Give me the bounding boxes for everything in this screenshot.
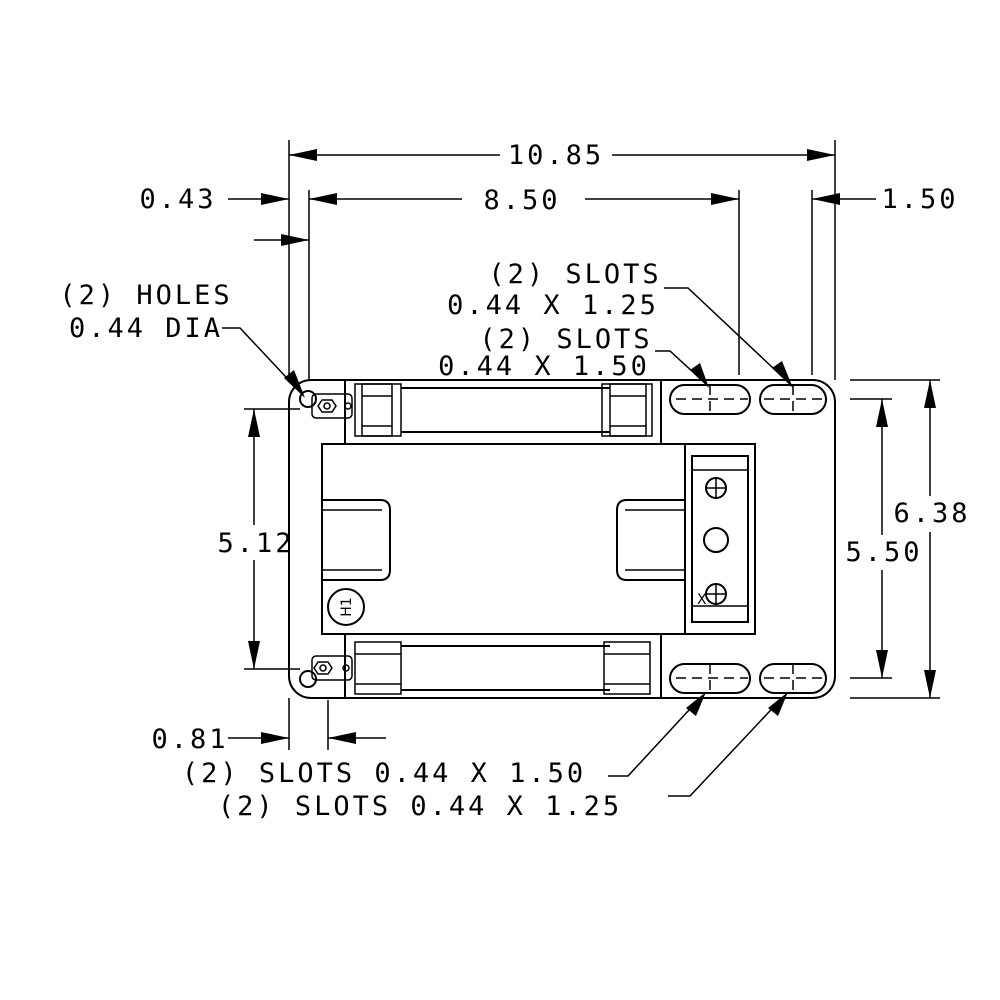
callout-holes-line1: (2) HOLES	[59, 280, 232, 311]
dim-overall-height: 6.38	[850, 379, 970, 699]
dim-slot-spacing-vertical-label: 5.50	[845, 537, 922, 568]
hex-nut-icon	[317, 399, 337, 413]
dim-hole-spacing-label: 8.50	[483, 185, 560, 216]
callout-slots-125-top: (2) SLOTS 0.44 X 1.25	[447, 259, 793, 388]
callout-slots-150-bottom: (2) SLOTS 0.44 X 1.50	[182, 692, 706, 789]
top-bracket	[311, 379, 662, 445]
dim-hole-offset: 0.43	[139, 184, 309, 246]
coil-left	[322, 499, 391, 581]
x-mark: X	[697, 592, 707, 608]
dim-hole-spacing-vertical: 5.12	[217, 408, 300, 670]
dim-hole-spacing-vertical-label: 5.12	[217, 528, 294, 559]
bottom-bracket-outline	[344, 633, 662, 699]
top-clamp-left	[361, 383, 393, 437]
bottom-bracket	[311, 633, 662, 699]
callout-slots-150-bottom-text: (2) SLOTS 0.44 X 1.50	[182, 758, 586, 789]
top-terminal-lug	[311, 393, 353, 419]
terminal-block: X	[684, 443, 756, 635]
plate-outline	[288, 379, 836, 699]
terminal-block-outer	[684, 443, 756, 635]
mounting-hole-bottom	[299, 670, 317, 688]
dim-bottom-offset-label: 0.81	[151, 724, 228, 755]
terminal-block-inner	[691, 455, 749, 623]
transformer-core: H1	[321, 443, 686, 635]
dim-slot-spacing-vertical: 5.50	[845, 398, 922, 679]
dim-bottom-offset: 0.81	[151, 698, 386, 755]
dim-overall-height-label: 6.38	[893, 498, 970, 529]
mounting-hole-top	[299, 390, 317, 408]
callout-slots-150-top: (2) SLOTS 0.44 X 1.50	[438, 324, 709, 388]
h1-marker	[327, 588, 365, 626]
bottom-clamp-right	[603, 641, 651, 695]
top-clamp-right	[609, 383, 647, 437]
callout-slots-150-top-line1: (2) SLOTS	[479, 324, 652, 355]
bottom-clamp-left	[354, 641, 402, 695]
base-plate	[288, 379, 836, 699]
core-outline	[321, 443, 686, 635]
coil-right	[616, 499, 685, 581]
callout-slots-125-bottom-text: (2) SLOTS 0.44 X 1.25	[218, 791, 622, 822]
callout-slots-125-bottom: (2) SLOTS 0.44 X 1.25	[218, 692, 788, 822]
terminal-center-hole	[703, 527, 729, 553]
callout-slots-150-top-line2: 0.44 X 1.50	[438, 351, 650, 382]
dim-overall-width-label: 10.85	[508, 140, 604, 171]
hex-nut-icon-bottom	[313, 661, 333, 675]
dim-hole-spacing: 8.50	[308, 185, 740, 380]
dim-hole-offset-label: 0.43	[139, 184, 216, 215]
callout-slots-125-top-line1: (2) SLOTS	[488, 259, 661, 290]
dim-slot-offset-label: 1.50	[881, 184, 958, 215]
bottom-terminal-lug	[311, 655, 353, 681]
dim-overall-width: 10.85	[288, 140, 836, 380]
slots	[669, 384, 827, 694]
callout-slots-125-top-line2: 0.44 X 1.25	[447, 290, 659, 321]
h1-marker-text: H1	[339, 597, 355, 616]
dim-slot-offset: 1.50	[811, 184, 958, 375]
callout-holes: (2) HOLES 0.44 DIA	[59, 280, 305, 398]
callout-holes-line2: 0.44 DIA	[69, 313, 223, 344]
